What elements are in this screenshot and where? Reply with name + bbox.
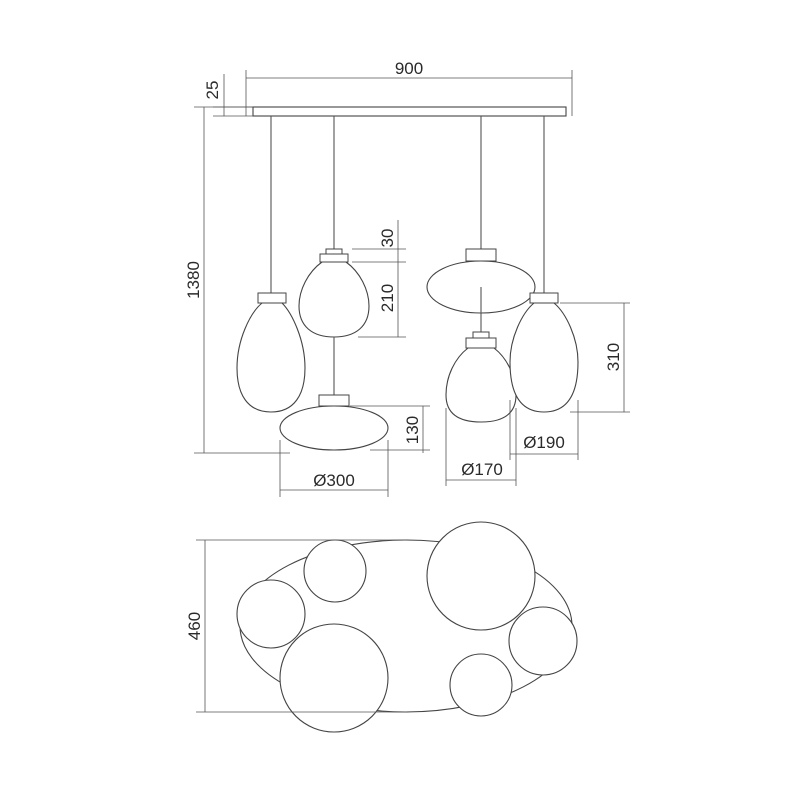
diameter-300-label: Ø300: [313, 471, 355, 490]
small-shade-dimension: 30 210: [352, 220, 406, 338]
small-shade-cap-label: 30: [378, 229, 397, 248]
diameter-190-label: Ø190: [523, 433, 565, 452]
tall-shade-height-label: 310: [604, 343, 623, 371]
flat-shade-height-label: 130: [403, 416, 422, 444]
top-view: [236, 521, 578, 733]
tall-shade-dimension: 310: [560, 302, 630, 413]
top-view-shade-6: [449, 653, 513, 717]
diameter-300-dimension: Ø300: [279, 440, 389, 497]
total-height-label: 1380: [184, 261, 203, 299]
canopy-height-dimension: 25: [203, 74, 253, 117]
top-view-shade-2: [236, 579, 306, 649]
top-view-shade-5: [508, 606, 578, 676]
total-height-dimension: 1380: [184, 106, 290, 454]
pendant-flat-upper: [426, 116, 536, 314]
pendant-small-upper: [298, 116, 370, 338]
pendant-tall-left: [236, 116, 306, 413]
top-view-shade-1: [303, 539, 367, 603]
diameter-170-dimension: Ø170: [445, 408, 517, 486]
pendant-tall-right: [509, 116, 579, 413]
top-view-shade-4: [426, 521, 536, 631]
top-view-shade-3: [279, 623, 389, 733]
diameter-190-dimension: Ø190: [509, 400, 579, 460]
small-shade-height-label: 210: [378, 284, 397, 312]
flat-shade-dimension: 130: [350, 405, 430, 453]
canopy-height-label: 25: [203, 81, 222, 100]
pendant-small-lower: [445, 287, 517, 423]
width-dimension: 900: [245, 59, 573, 116]
diameter-170-label: Ø170: [461, 460, 503, 479]
depth-label: 460: [185, 612, 204, 640]
canopy-plate: [252, 106, 567, 117]
depth-dimension: 460: [185, 539, 406, 713]
pendant-flat-lower: [279, 337, 389, 451]
width-label: 900: [395, 59, 423, 78]
